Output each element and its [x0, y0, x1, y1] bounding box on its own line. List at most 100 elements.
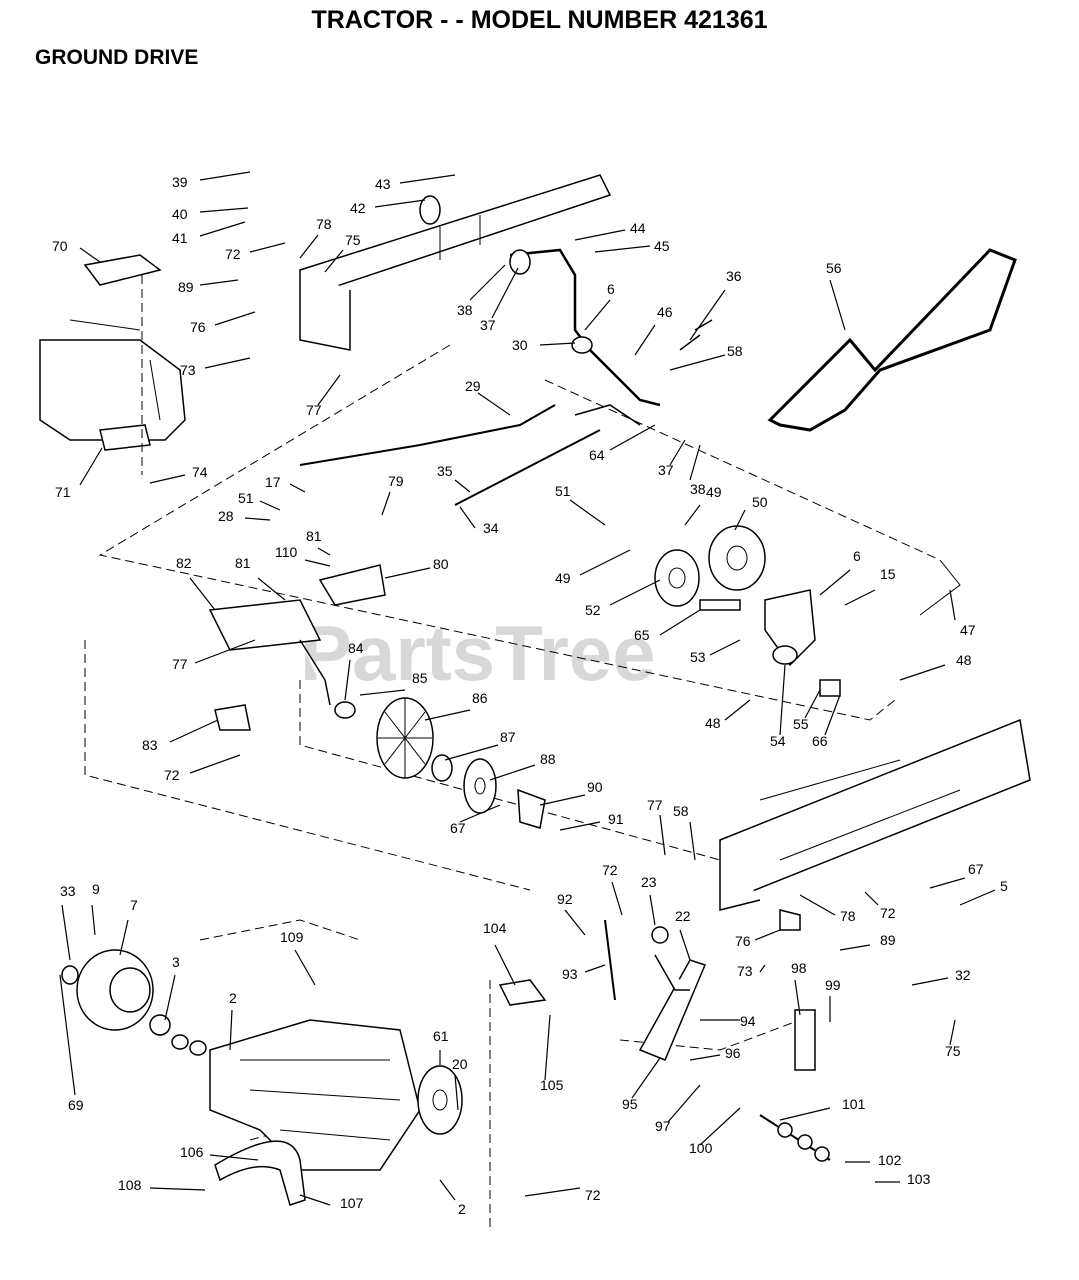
frame-rail-lower [719, 718, 1031, 911]
callout-leader-line [799, 894, 836, 916]
callout-leader-line [399, 174, 456, 184]
callout-leader-line [649, 894, 656, 926]
callout-leader-line [544, 1014, 551, 1081]
callout-leader-line [169, 719, 219, 743]
callout-leader-line [709, 639, 741, 656]
callout-number: 81 [306, 528, 322, 544]
callout-leader-line [149, 474, 186, 484]
frame-rail-upper [299, 174, 612, 351]
callout-number: 84 [348, 640, 364, 656]
callout-number: 100 [689, 1140, 713, 1156]
callout-leader-line [949, 589, 956, 621]
transaxle [209, 1019, 463, 1206]
callout-leader-line [299, 1194, 331, 1206]
callout-leader-line [149, 1187, 206, 1191]
callout-leader-line [317, 374, 341, 406]
callout-leader-line [249, 242, 286, 253]
section-title: GROUND DRIVE [35, 46, 199, 69]
callout-number: 106 [180, 1144, 204, 1160]
callout-number: 53 [690, 649, 706, 665]
callout-leader-line [669, 354, 726, 371]
callout-number: 105 [540, 1077, 564, 1093]
callout-number: 109 [280, 929, 304, 945]
callout-number: 77 [306, 402, 322, 418]
callout-leader-line [634, 324, 656, 356]
callout-number: 48 [956, 652, 972, 668]
callout-number: 58 [673, 803, 689, 819]
callout-leader-line [204, 357, 251, 369]
callout-number: 73 [737, 963, 753, 979]
callout-number: 52 [585, 602, 601, 618]
callout-number: 38 [457, 302, 473, 318]
callout-leader-line [609, 424, 656, 451]
callout-number: 45 [654, 238, 670, 254]
callout-leader-line [359, 689, 406, 696]
callout-leader-line [209, 1154, 259, 1161]
callout-leader-line [79, 447, 103, 486]
callout-leader-line [439, 1179, 456, 1201]
callout-number: 71 [55, 484, 71, 500]
callout-number: 40 [172, 206, 188, 222]
callout-number: 49 [706, 484, 722, 500]
callout-number: 37 [658, 462, 674, 478]
callout-number: 66 [812, 733, 828, 749]
callout-leader-line [659, 609, 701, 636]
callout-leader-line [199, 221, 246, 237]
callout-leader-line [459, 804, 501, 823]
callout-number: 43 [375, 176, 391, 192]
callout-leader-line [444, 744, 499, 761]
callout-leader-line [194, 639, 256, 664]
callout-leader-line [569, 499, 606, 526]
callout-number: 50 [752, 494, 768, 510]
callout-leader-line [689, 444, 701, 481]
callout-leader-line [759, 964, 766, 973]
callout-number: 93 [562, 966, 578, 982]
callout-leader-line [494, 944, 516, 986]
callout-number: 6 [607, 281, 615, 297]
callout-number: 96 [725, 1045, 741, 1061]
callout-leader-line [199, 171, 251, 181]
callout-leader-line [594, 245, 651, 253]
callout-number: 33 [60, 883, 76, 899]
callout-leader-line [381, 491, 391, 516]
callout-number: 35 [437, 463, 453, 479]
callout-leader-line [61, 904, 71, 961]
brake-linkage [498, 909, 831, 1162]
callout-leader-line [659, 814, 666, 856]
callout-leader-line [454, 1074, 459, 1111]
callout-number: 67 [450, 820, 466, 836]
callout-number: 83 [142, 737, 158, 753]
callout-leader-line [304, 559, 331, 567]
callout-number: 89 [880, 932, 896, 948]
callout-number: 102 [878, 1152, 902, 1168]
callout-number: 88 [540, 751, 556, 767]
callout-leader-line [929, 877, 966, 889]
callout-number: 2 [458, 1201, 466, 1217]
callout-leader-line [689, 1054, 721, 1061]
callout-number: 76 [190, 319, 206, 335]
callout-number: 79 [388, 473, 404, 489]
shift-linkage [299, 195, 713, 506]
callout-leader-line [214, 311, 256, 326]
callout-leader-line [454, 479, 471, 493]
callout-number: 77 [647, 797, 663, 813]
callout-number: 97 [655, 1118, 671, 1134]
callout-number: 41 [172, 230, 188, 246]
callout-number: 78 [840, 908, 856, 924]
callout-leader-line [119, 919, 129, 956]
callout-number: 72 [225, 246, 241, 262]
callout-number: 32 [955, 967, 971, 983]
callout-leader-line [244, 517, 271, 521]
callout-number: 77 [172, 656, 188, 672]
callout-number: 70 [52, 238, 68, 254]
callout-leader-line [189, 577, 216, 611]
callout-leader-line [959, 889, 996, 906]
callout-leader-line [374, 199, 426, 208]
callout-leader-line [539, 342, 576, 346]
callout-leader-line [844, 589, 876, 606]
callout-number: 56 [826, 260, 842, 276]
callout-number: 107 [340, 1195, 364, 1211]
callout-number: 48 [705, 715, 721, 731]
callout-number: 15 [880, 566, 896, 582]
